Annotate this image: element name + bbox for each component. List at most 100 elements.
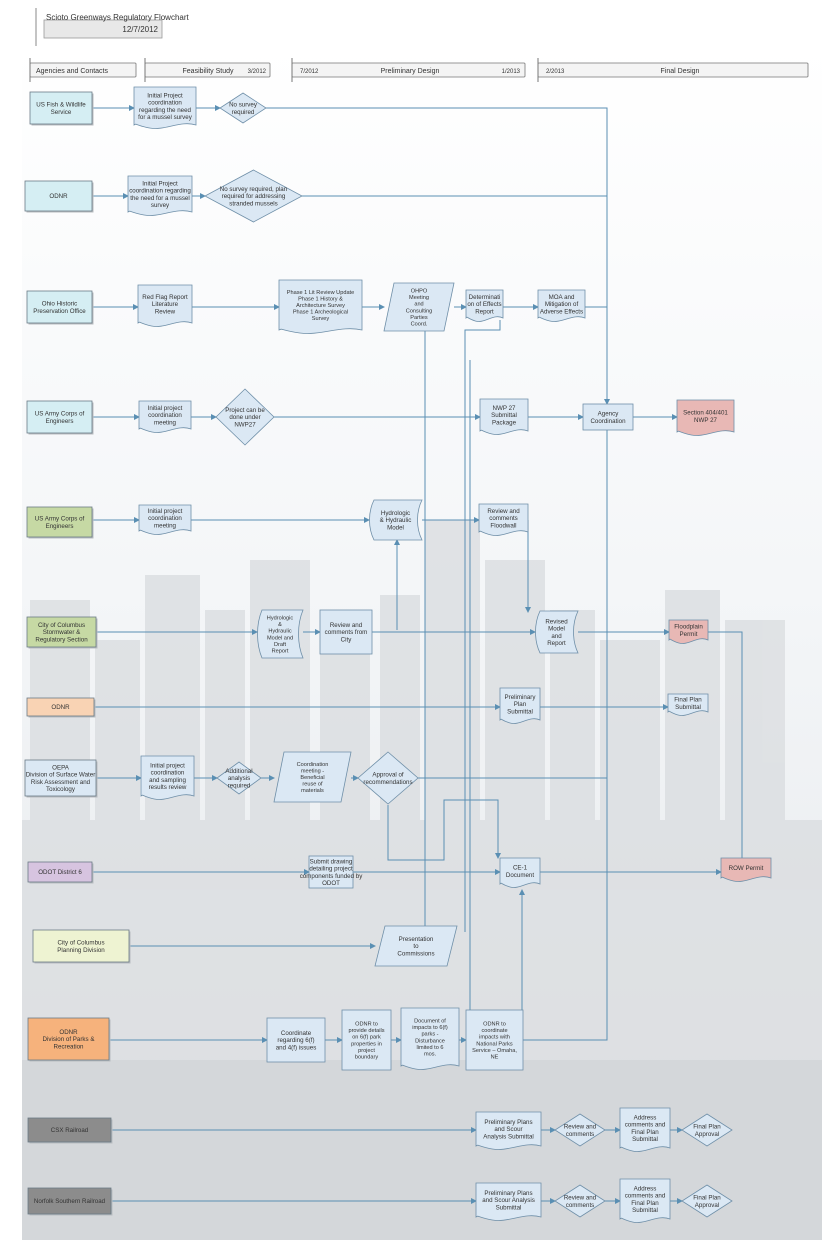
agency-columbus-label-line: Regulatory Section: [35, 636, 88, 643]
node-n19-label-line: City: [341, 636, 353, 643]
node-shape: [383, 282, 455, 332]
node-n31-label-line: Commissions: [397, 950, 434, 957]
node-n23-label-line: Final Plan: [674, 697, 702, 704]
node-n11-label-line: NWP27: [234, 421, 256, 428]
node-shape: [278, 279, 363, 334]
phase-feasibility: Feasibility Study 3/2012: [144, 58, 271, 82]
node-n39-label-line: Approval: [695, 1131, 719, 1138]
phase-agencies: Agencies and Contacts: [29, 58, 137, 82]
node-n33-label-line: boundary: [355, 1054, 379, 1060]
node-shape: [681, 1184, 733, 1218]
node-n7-label-line: Meeting: [409, 295, 429, 301]
node-n14-label-line: NWP 27: [694, 417, 717, 424]
node-n18-label-line: Hydrologic: [267, 615, 294, 621]
agency-usace2-label-line: US Army Corps of: [35, 516, 85, 523]
node-shape: [319, 609, 373, 655]
node-n35-label-line: Service – Omaha,: [472, 1048, 517, 1054]
node-n17-label-line: comments: [489, 515, 518, 522]
node-n18-label-line: Draft: [274, 642, 287, 648]
node-n15-label-line: Initial project: [148, 508, 183, 515]
node-shape: [582, 403, 634, 431]
agency-box: [26, 400, 93, 434]
node-shape: [369, 499, 423, 541]
node-n38-label-line: Submittal: [632, 1136, 658, 1143]
node-n3-label-line: Initial Project: [142, 180, 178, 187]
node-n26-label-line: meeting -: [301, 768, 324, 774]
node-n28-label-line: Submit drawing: [310, 858, 353, 865]
node-n27-label-line: Approval of: [372, 772, 404, 779]
node-n29-label-line: Document: [506, 872, 534, 879]
node-n34-label-line: limited to 6: [416, 1045, 443, 1051]
agency-ohpo-label-line: Preservation Office: [33, 308, 86, 315]
node-n15-label-line: meeting: [154, 522, 177, 529]
agency-oepa-label-line: Risk Assessment and: [31, 779, 91, 786]
node-n20-label-line: and: [551, 633, 562, 640]
agency-odnr1: ODNR: [24, 180, 94, 213]
node-n38-label-line: Address: [634, 1114, 657, 1121]
agency-usace1-label-line: Engineers: [46, 418, 74, 425]
node-n33-label-line: on 6(f) park: [352, 1035, 381, 1041]
node-shape: [554, 1184, 606, 1218]
node-n20-label-line: Revised: [545, 618, 568, 625]
node-n6-label-line: Phase 1 History &: [298, 296, 343, 302]
node-n18-label-line: &: [278, 622, 282, 628]
node-shape: [668, 619, 709, 644]
chart-title-date: 12/7/2012: [122, 25, 158, 34]
node-n3-label-line: coordination regarding: [129, 188, 191, 195]
node-n33-label-line: properties in: [351, 1041, 382, 1047]
node-shape: [257, 609, 304, 659]
agency-odnr2: ODNR: [26, 697, 96, 718]
node-n8-label-line: Determinati: [469, 294, 501, 301]
agency-ohpo-label-line: Ohio Historic: [42, 301, 77, 308]
node-n28-label-line: ODOT: [322, 880, 340, 887]
node-n31-label-line: Presentation: [399, 936, 434, 943]
node-n13-label-line: Coordination: [590, 418, 626, 425]
phase-preliminary-label: Preliminary Design: [381, 68, 440, 75]
node-n6-label-line: Survey: [312, 316, 330, 322]
node-n14-label-line: Section 404/401: [683, 410, 728, 417]
node-n18-label-line: Report: [272, 648, 289, 654]
agency-box: [32, 929, 130, 963]
node-n24-label-line: results review: [149, 784, 187, 791]
agency-box: [27, 1117, 112, 1143]
node-shape: [535, 610, 579, 654]
node-n10-label-line: Initial project: [148, 405, 183, 412]
phase-final-start: 2/2013: [546, 69, 565, 75]
node-n12-label-line: Package: [492, 419, 517, 426]
agency-ns: Norfolk Southern Railroad: [27, 1187, 113, 1216]
node-shape: [681, 1113, 733, 1147]
node-shape: [127, 175, 193, 216]
node-n40-label-line: and Scour Analysis: [482, 1197, 535, 1204]
phase-preliminary-start: 7/2012: [300, 69, 319, 75]
node-n9-label-line: Adverse Effects: [540, 308, 583, 315]
node-n24-label-line: and sampling: [149, 777, 186, 784]
node-n22-label-line: Plan: [514, 701, 527, 708]
phase-preliminary-end: 1/2013: [502, 69, 521, 75]
node-n31-label-line: to: [413, 943, 419, 950]
agency-columbus-label-line: City of Columbus: [38, 622, 85, 629]
chart-title-text: Scioto Greenways Regulatory Flowchart: [46, 13, 190, 22]
node-n18-label-line: Hydraulic: [268, 629, 292, 635]
agency-odot: ODOT District 6: [27, 861, 94, 884]
agency-parks-label-line: Recreation: [54, 1043, 84, 1050]
agency-usace2-label-line: Engineers: [46, 523, 74, 530]
node-shape: [138, 504, 192, 535]
node-n30-doc: ROW Permit: [720, 857, 772, 882]
node-n39-label-line: Final Plan: [693, 1124, 721, 1131]
node-n7-label-line: Parties: [410, 315, 428, 321]
node-n26-label-line: reuse of: [302, 782, 323, 788]
node-n42-label-line: comments and: [625, 1193, 666, 1200]
